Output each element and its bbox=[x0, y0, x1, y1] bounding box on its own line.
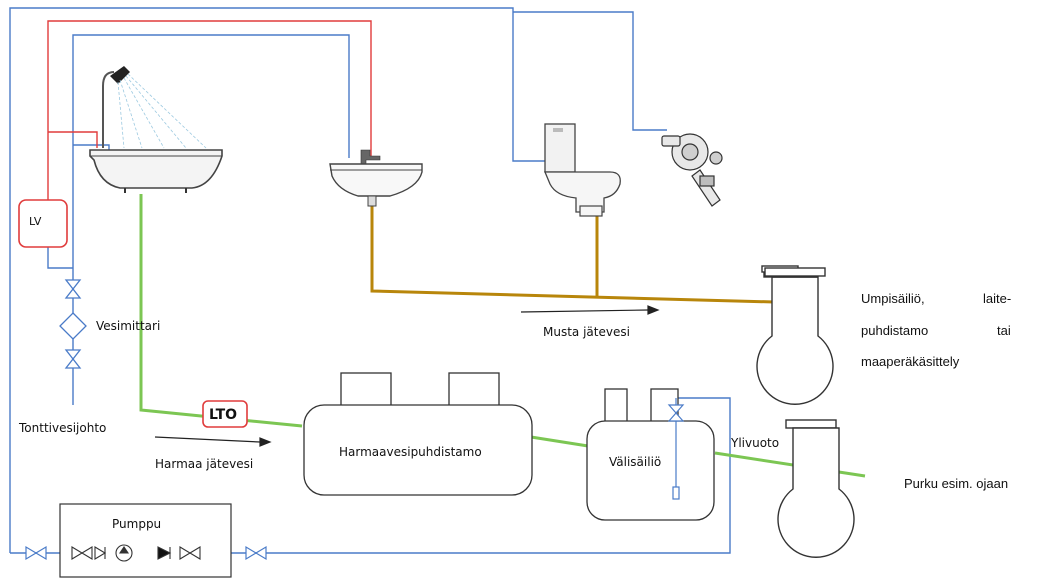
umpisailio-line1: Umpisäiliö, bbox=[861, 291, 925, 306]
pump-valves bbox=[71, 544, 201, 562]
shower-spray bbox=[117, 73, 207, 149]
overflow-valve-icon bbox=[667, 404, 685, 422]
pump-unit: Pumppu bbox=[59, 503, 232, 578]
umpisailio-line2b: tai bbox=[997, 323, 1011, 338]
cold-water-to-sink bbox=[72, 34, 350, 275]
grey-water-to-valisailio bbox=[530, 435, 589, 448]
valve-icon bbox=[179, 546, 201, 560]
grey-water-flow-arrow bbox=[154, 436, 261, 443]
cold-water-bottom-line bbox=[10, 397, 731, 554]
valve-icon bbox=[71, 546, 93, 560]
umpisailio-line2: puhdistamo bbox=[861, 323, 928, 338]
sink bbox=[329, 149, 423, 207]
pumppu-label: Pumppu bbox=[112, 517, 161, 531]
water-meter-icon bbox=[59, 312, 87, 340]
black-water-lines bbox=[370, 206, 775, 304]
lv-unit: LV bbox=[18, 199, 68, 248]
cold-water-main-loop bbox=[9, 7, 545, 553]
grey-water-from-bath bbox=[139, 194, 303, 428]
lto-unit: LTO bbox=[202, 400, 248, 428]
umpisailio-line3: maaperäkäsittely bbox=[861, 354, 960, 369]
black-water-flow-arrow bbox=[520, 309, 649, 313]
shower-head-icon bbox=[110, 66, 130, 84]
bathtub-shower bbox=[89, 66, 223, 193]
outdoor-tap-icon bbox=[661, 133, 723, 207]
bathtub-icon bbox=[89, 149, 223, 189]
tank-description: Umpisäiliö, laite- puhdistamo tai maaper… bbox=[861, 291, 1011, 369]
cold-water-lv-line bbox=[47, 247, 73, 269]
hot-water-to-sink bbox=[47, 20, 372, 200]
greywater-treatment-unit bbox=[303, 372, 533, 496]
check-valve-icon bbox=[157, 546, 172, 560]
sink-faucet-icon bbox=[360, 149, 381, 165]
purku-label: Purku esim. ojaan bbox=[904, 476, 1008, 491]
check-valve-icon bbox=[94, 546, 107, 560]
hot-water-to-bath bbox=[48, 131, 98, 148]
grey-water-overflow bbox=[714, 451, 866, 478]
overflow-pipe bbox=[667, 398, 685, 500]
lv-label: LV bbox=[29, 215, 42, 228]
grey-water-lines bbox=[139, 194, 866, 478]
black-water-from-sink bbox=[370, 206, 775, 304]
valisailio-label: Välisäiliö bbox=[609, 455, 661, 469]
line-valves bbox=[25, 545, 267, 561]
valve-icon bbox=[64, 349, 82, 369]
harmaa-jatevesi-label: Harmaa jätevesi bbox=[155, 457, 253, 471]
sink-basin-icon bbox=[329, 163, 423, 197]
tonttivesijohto-label: Tonttivesijohto bbox=[18, 421, 106, 435]
harmaavesipuhdistamo-label: Harmaavesipuhdistamo bbox=[339, 445, 482, 459]
hot-water-lines bbox=[47, 20, 372, 200]
valve-icon bbox=[245, 545, 267, 561]
lto-label: LTO bbox=[209, 407, 237, 423]
ylivuoto-label: Ylivuoto bbox=[730, 436, 779, 450]
water-meter-assembly bbox=[59, 279, 87, 369]
valve-icon bbox=[25, 545, 47, 561]
toilet bbox=[544, 123, 621, 217]
septic-tank bbox=[756, 265, 834, 405]
cold-water-to-valve bbox=[513, 11, 667, 131]
valve-icon bbox=[64, 279, 82, 299]
overflow-tank bbox=[777, 419, 855, 558]
flow-arrows bbox=[154, 305, 660, 447]
shower-pipe bbox=[102, 71, 115, 148]
vesimittari-label: Vesimittari bbox=[96, 319, 160, 333]
musta-jatevesi-label: Musta jätevesi bbox=[543, 325, 630, 339]
toilet-bowl-icon bbox=[544, 171, 621, 213]
umpisailio-line1b: laite- bbox=[983, 291, 1011, 306]
